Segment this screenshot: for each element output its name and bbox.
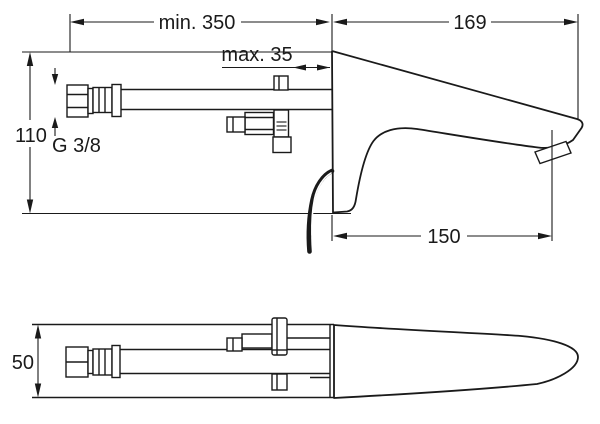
arrowhead-right (538, 232, 552, 240)
plan-view (32, 317, 579, 399)
arrowhead-down (34, 383, 42, 398)
coupling-sleeve (92, 86, 113, 114)
ferrule (111, 344, 121, 379)
dimension-169: 169 (333, 12, 578, 34)
dimension-thread: G 3/8 (51, 68, 101, 157)
mounting-hardware-side (226, 75, 292, 154)
top-stud (273, 75, 289, 91)
arrowhead-right (564, 18, 578, 26)
dim-label-50: 50 (12, 352, 34, 374)
arrowhead-down (51, 74, 59, 85)
coupling-sleeve (92, 348, 113, 376)
sensor-cable (306, 168, 335, 254)
dim-label-thread: G 3/8 (52, 135, 101, 157)
mounting-hardware-plan (226, 317, 330, 391)
arrowhead-left (333, 232, 347, 240)
bracket-foot (272, 136, 292, 154)
arrowhead-right (317, 64, 330, 71)
arrowhead-down (26, 199, 34, 214)
arrowhead-left (70, 18, 84, 26)
dimension-min-350: min. 350 (70, 12, 330, 34)
extension-lines (22, 14, 579, 215)
mounting-bracket (273, 109, 290, 138)
arrowhead-left (333, 18, 347, 26)
threaded-rod (244, 111, 275, 136)
arrowhead-up (51, 117, 59, 128)
outlet-aerator (534, 140, 572, 165)
cable-highlight (311, 172, 332, 236)
mounting-bracket (271, 317, 288, 356)
faucet-body-outline (331, 50, 584, 214)
arrowhead-left (293, 64, 306, 71)
ferrule (111, 83, 122, 118)
rod-nut (226, 337, 243, 352)
dim-label-max-35: max. 35 (221, 44, 292, 66)
supply-pipe-plan (120, 348, 330, 375)
dimension-110: 110 (15, 52, 47, 214)
dimension-max-35: max. 35 (221, 44, 330, 71)
dimension-50: 50 (12, 324, 42, 398)
dim-label-min-350: min. 350 (159, 12, 236, 34)
side-view (66, 50, 584, 254)
rod-nut (226, 116, 246, 133)
hex-nut (66, 84, 89, 118)
supply-pipe-side (121, 88, 332, 111)
dimension-150: 150 (331, 130, 553, 248)
threaded-rod (241, 333, 273, 349)
dim-label-150: 150 (427, 226, 460, 248)
coupling-ring (87, 349, 94, 375)
dim-label-110: 110 (15, 125, 47, 147)
bottom-stud (271, 373, 288, 391)
coupling-ring (87, 87, 94, 115)
arrowhead-up (34, 324, 42, 339)
arrowhead-up (26, 52, 34, 66)
dimensions: min. 350 169 max. 35 110 (12, 12, 578, 398)
hose-coupling-side (66, 83, 122, 118)
arrowhead-right (316, 18, 330, 26)
hose-coupling-plan (65, 344, 121, 379)
dim-label-169: 169 (453, 12, 486, 34)
cable-outer (306, 168, 335, 254)
spout-body-plan-outline (333, 324, 579, 399)
